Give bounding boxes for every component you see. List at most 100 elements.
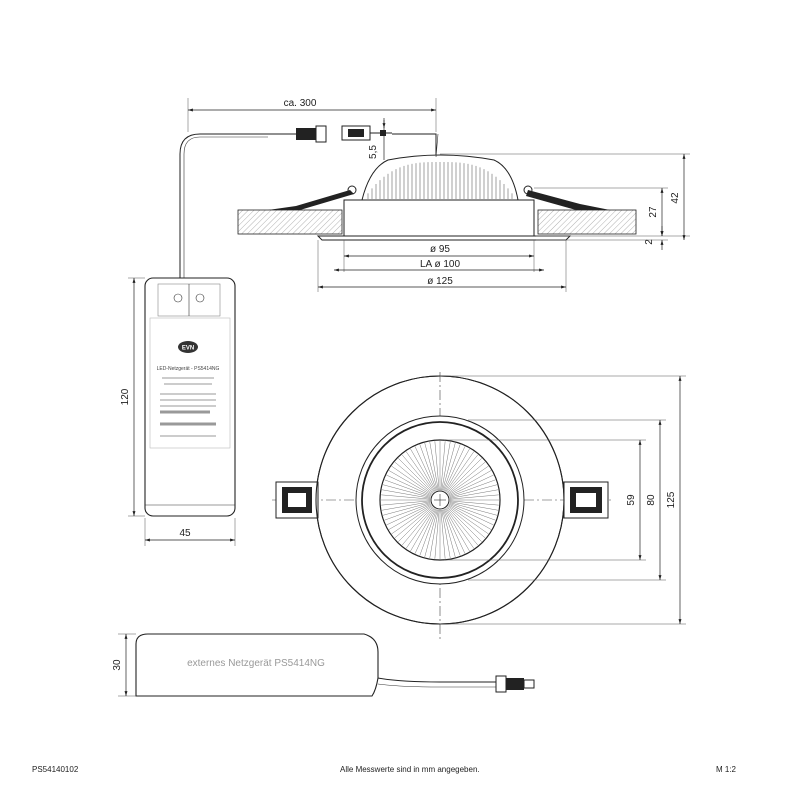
reflector-facet-line [398,506,434,542]
reflector-facet-line [384,479,431,497]
ceiling-left [237,209,343,235]
terminal-screw-1 [173,293,183,303]
reflector-facet-line [419,444,437,491]
clip-right-front [563,481,609,519]
dim-125-label: 125 [666,491,677,508]
reflector-facet-line [448,474,494,496]
psu-label-title: LED-Netzgerät - PS5414NG [157,366,220,372]
reflector-facet-line [398,458,434,494]
heatsink-fins [367,162,513,199]
reflector-facet-line [443,509,461,556]
cable-lamp-2 [435,133,439,158]
front-view [272,372,614,640]
reflector-facet-line [449,502,498,516]
reflector-facet-line [410,448,436,492]
dim-120-label: 120 [120,388,131,405]
ceiling-right [537,209,637,235]
reflector-facet-line [410,508,436,552]
dim-psu: 120 45 [120,277,236,546]
dim-cable-length: ca. 300 [187,98,437,132]
dim-45-label: 45 [179,528,191,539]
flange [316,235,572,241]
dim-front: 59 80 125 [440,375,686,625]
reflector-facet-line [448,465,489,495]
reflector-facet-line [424,442,438,491]
reflector-facet-line [446,506,482,542]
psu-top-view: EVN LED-Netzgerät - PS5414NG [144,277,236,517]
reflector-facet-line [381,500,431,506]
reflector-facet-line [386,504,432,526]
reflector-facet-line [382,502,431,516]
clip-pivot-right [523,185,533,195]
reflector-facet-line [429,509,439,559]
bezel-inner [361,421,519,579]
dim-la100-label: LA ø 100 [420,259,460,270]
reflector-facet-line [388,504,432,530]
reflector-facet-line [405,451,435,492]
reflector-facet-line [441,441,451,491]
reflector-facet-line [449,494,499,500]
reflector-facet-line [442,442,456,491]
reflector-facet-line [449,501,499,511]
reflector-facet-line [449,479,496,497]
reflector-facet-line [381,489,431,499]
reflector-facet-line [443,444,461,491]
reflector-facet-line [449,489,499,499]
reflector-facet-line [441,509,451,559]
psu-sticker-fineprint [160,377,216,437]
dim-27-label: 27 [648,206,659,218]
dim-42-label: 42 [670,192,681,204]
drawing-code: PS54140102 [32,765,79,774]
reflector-facet-line [401,454,434,493]
cable-psu-2 [183,136,268,278]
reflector-facet-line [446,454,479,493]
dim-2-label: 2 [644,239,655,245]
psu-side-cable-2 [377,683,496,688]
reflector-facet-line [391,465,432,495]
psu-side-body [135,633,379,697]
reflector-facet-line [448,470,492,496]
dim-heights: 42 27 2 [440,153,690,250]
reflector-facet-line [386,474,432,496]
reflector-facet-line [447,506,486,539]
reflector-facet-line [419,509,437,556]
reflector-facet-line [424,509,438,558]
reflector-facet-line [445,508,475,549]
recess-body [343,199,535,236]
reflector-facet-line [444,508,466,554]
evn-logo [178,341,198,353]
reflector-facet-line [382,484,431,498]
reflector-facet-line [388,470,432,496]
reflector-facet-line [394,461,433,494]
reflector-facet-line [446,458,482,494]
reflector-facet-line [391,505,432,535]
cable-psu [179,133,268,278]
dim-d95-label: ø 95 [430,244,450,255]
psu-side-cable [377,677,496,683]
dim-d125-label: ø 125 [427,276,453,287]
reflector-facet-line [434,509,440,559]
reflector-facets [381,441,499,559]
measurement-note: Alle Messwerte sind in mm angegeben. [340,765,480,774]
connector-lamp [341,125,392,141]
reflector-facet-line [444,448,470,492]
reflector-facet-line [381,501,431,511]
reflector-facet-line [444,446,466,492]
dim-cable-length-label: ca. 300 [284,98,317,109]
reflector-facet-line [440,509,446,559]
psu-side-label: externes Netzgerät PS5414NG [187,658,325,669]
reflector-facet-line [449,500,499,506]
psu-sticker [149,317,231,449]
dim-gap-label: 5,5 [368,145,379,159]
reflector-facet-line [449,484,498,498]
connector-psu [268,125,327,143]
reflector-facet-line [440,441,446,491]
reflector-facet-line [394,506,433,539]
dim-diameters: ø 95 LA ø 100 ø 125 [317,240,567,292]
reflector-facet-line [448,504,494,526]
reflector-facet-line [414,446,436,492]
reflector-facet-line [444,508,470,552]
side-view [179,125,637,278]
clip-left-front [275,481,319,519]
